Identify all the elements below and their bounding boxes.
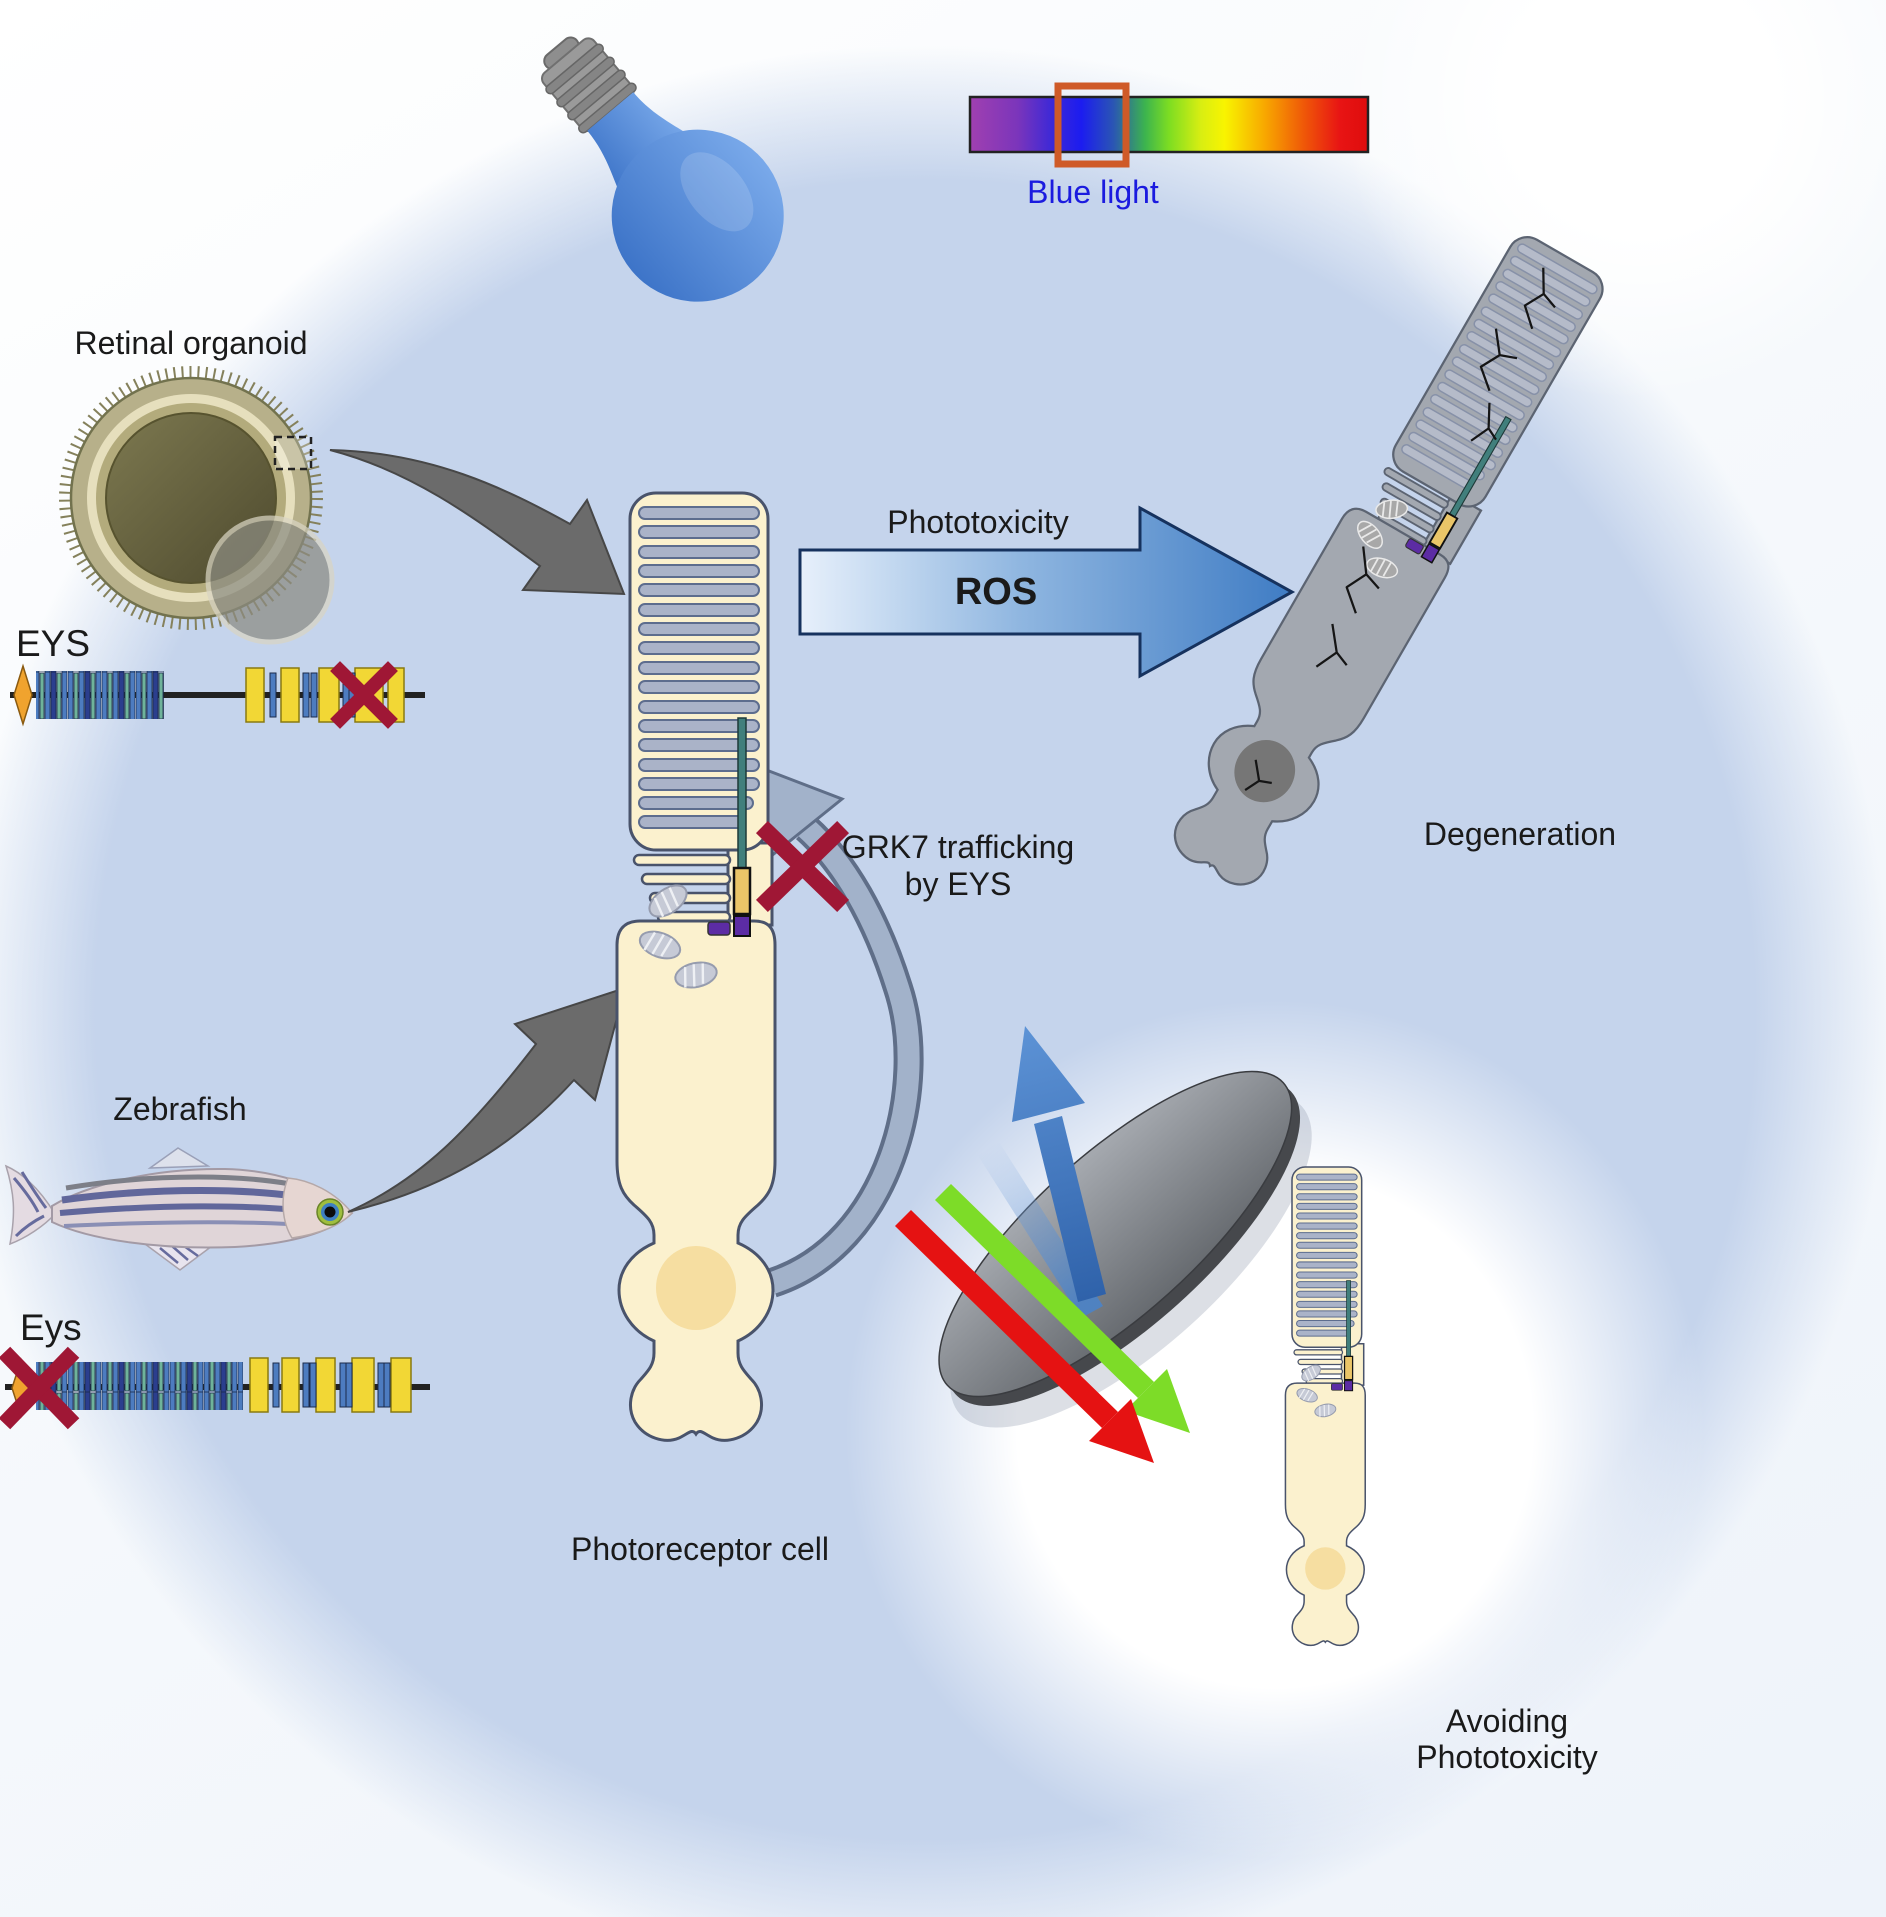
blue-light-label: Blue light	[1027, 174, 1159, 210]
red-light-arrow	[895, 1210, 1154, 1463]
green-light-arrow	[935, 1184, 1190, 1433]
eys-human-gene-label: EYS	[16, 623, 90, 664]
organoid-zoom-box	[273, 435, 313, 471]
eys-human-mutation-x-icon	[330, 661, 398, 729]
phototoxicity-label: Phototoxicity	[887, 504, 1068, 540]
eys-zebrafish-gene-diagram	[0, 1346, 430, 1430]
phototoxicity-ros-arrow	[798, 505, 1296, 679]
light-spectrum-bar: Blue light	[968, 82, 1370, 210]
eys-zebrafish-mutation-x-icon	[0, 1346, 80, 1430]
retinal-organoid-illustration	[59, 366, 335, 645]
grk7-label-line1: GRK7 trafficking	[842, 829, 1074, 865]
blue-light-highlight-box	[1054, 82, 1130, 168]
degeneration-cracks	[1244, 267, 1556, 792]
degeneration-label: Degeneration	[1424, 816, 1616, 852]
retinal-organoid-label: Retinal organoid	[74, 325, 307, 361]
light-bulb-icon	[541, 36, 784, 302]
grk7-label-line2: by EYS	[905, 866, 1012, 902]
ros-label: ROS	[955, 571, 1037, 613]
degenerated-photoreceptor-illustration	[1155, 224, 1616, 901]
eys-zebrafish-gene-label: Eys	[20, 1307, 82, 1348]
eys-human-gene-diagram	[10, 661, 425, 729]
grk7-block-x-icon	[755, 820, 850, 913]
avoiding-photoreceptor-illustration	[1284, 1166, 1366, 1647]
zebrafish-illustration	[4, 1147, 354, 1271]
zebrafish-label: Zebrafish	[113, 1091, 246, 1127]
arrow-organoid-to-cell	[329, 449, 626, 596]
avoiding-label-line1: Avoiding	[1446, 1703, 1568, 1739]
avoiding-label-line2: Phototoxicity	[1416, 1739, 1597, 1775]
blue-light-reflected-arrow	[1012, 1026, 1106, 1302]
arrow-zebrafish-to-cell	[347, 986, 627, 1213]
photoreceptor-cell-label: Photoreceptor cell	[571, 1531, 829, 1567]
photoreceptor-cell-illustration	[615, 491, 777, 1442]
